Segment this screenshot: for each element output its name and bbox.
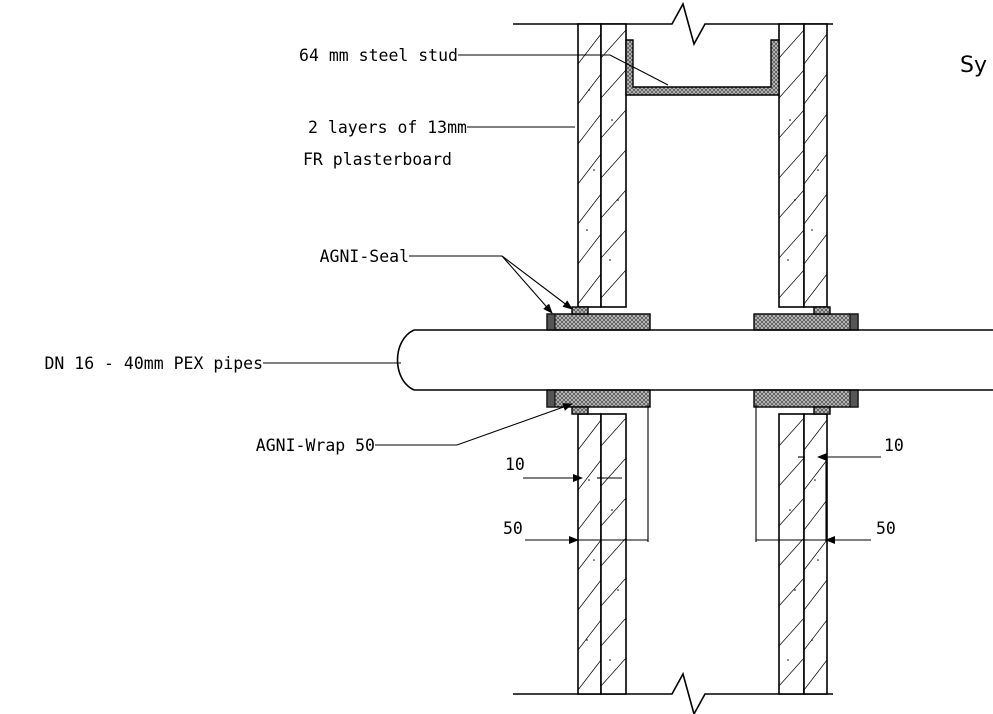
right-wall-lower-boards — [778, 413, 828, 695]
right-offset-dimension: 10 — [884, 436, 904, 455]
wrap-label: AGNI-Wrap 50 — [256, 436, 375, 455]
left-wall-lower-boards — [577, 413, 627, 695]
left-dimension-lines — [523, 405, 649, 544]
left-wall-upper-boards — [577, 23, 627, 308]
right-width-dimension: 50 — [876, 519, 896, 538]
plasterboard-label-line1: 2 layers of 13mm — [308, 118, 467, 137]
wrap-collar-right-top — [753, 313, 859, 331]
wrap-leader-line — [375, 403, 573, 446]
right-wall-upper-boards — [778, 23, 828, 308]
bottom-break-line — [513, 671, 833, 714]
wrap-collar-left-top — [546, 313, 651, 331]
seal-label: AGNI-Seal — [320, 247, 409, 266]
wrap-collar-right-bottom — [753, 389, 859, 408]
seal-leader-lines — [409, 255, 573, 314]
top-break-line — [513, 1, 833, 47]
pipe-label: DN 16 - 40mm PEX pipes — [44, 354, 263, 373]
left-offset-dimension: 10 — [505, 455, 525, 474]
pex-pipe — [396, 329, 993, 391]
left-width-dimension: 50 — [503, 519, 523, 538]
title-fragment: Sy — [960, 53, 987, 78]
right-dimension-lines — [755, 405, 881, 544]
stud-label: 64 mm steel stud — [299, 46, 458, 65]
wrap-collar-left-bottom — [546, 389, 651, 408]
plasterboard-label-line2: FR plasterboard — [303, 150, 452, 169]
steel-stud-channel — [625, 39, 780, 96]
stud-leader-line — [458, 54, 669, 86]
